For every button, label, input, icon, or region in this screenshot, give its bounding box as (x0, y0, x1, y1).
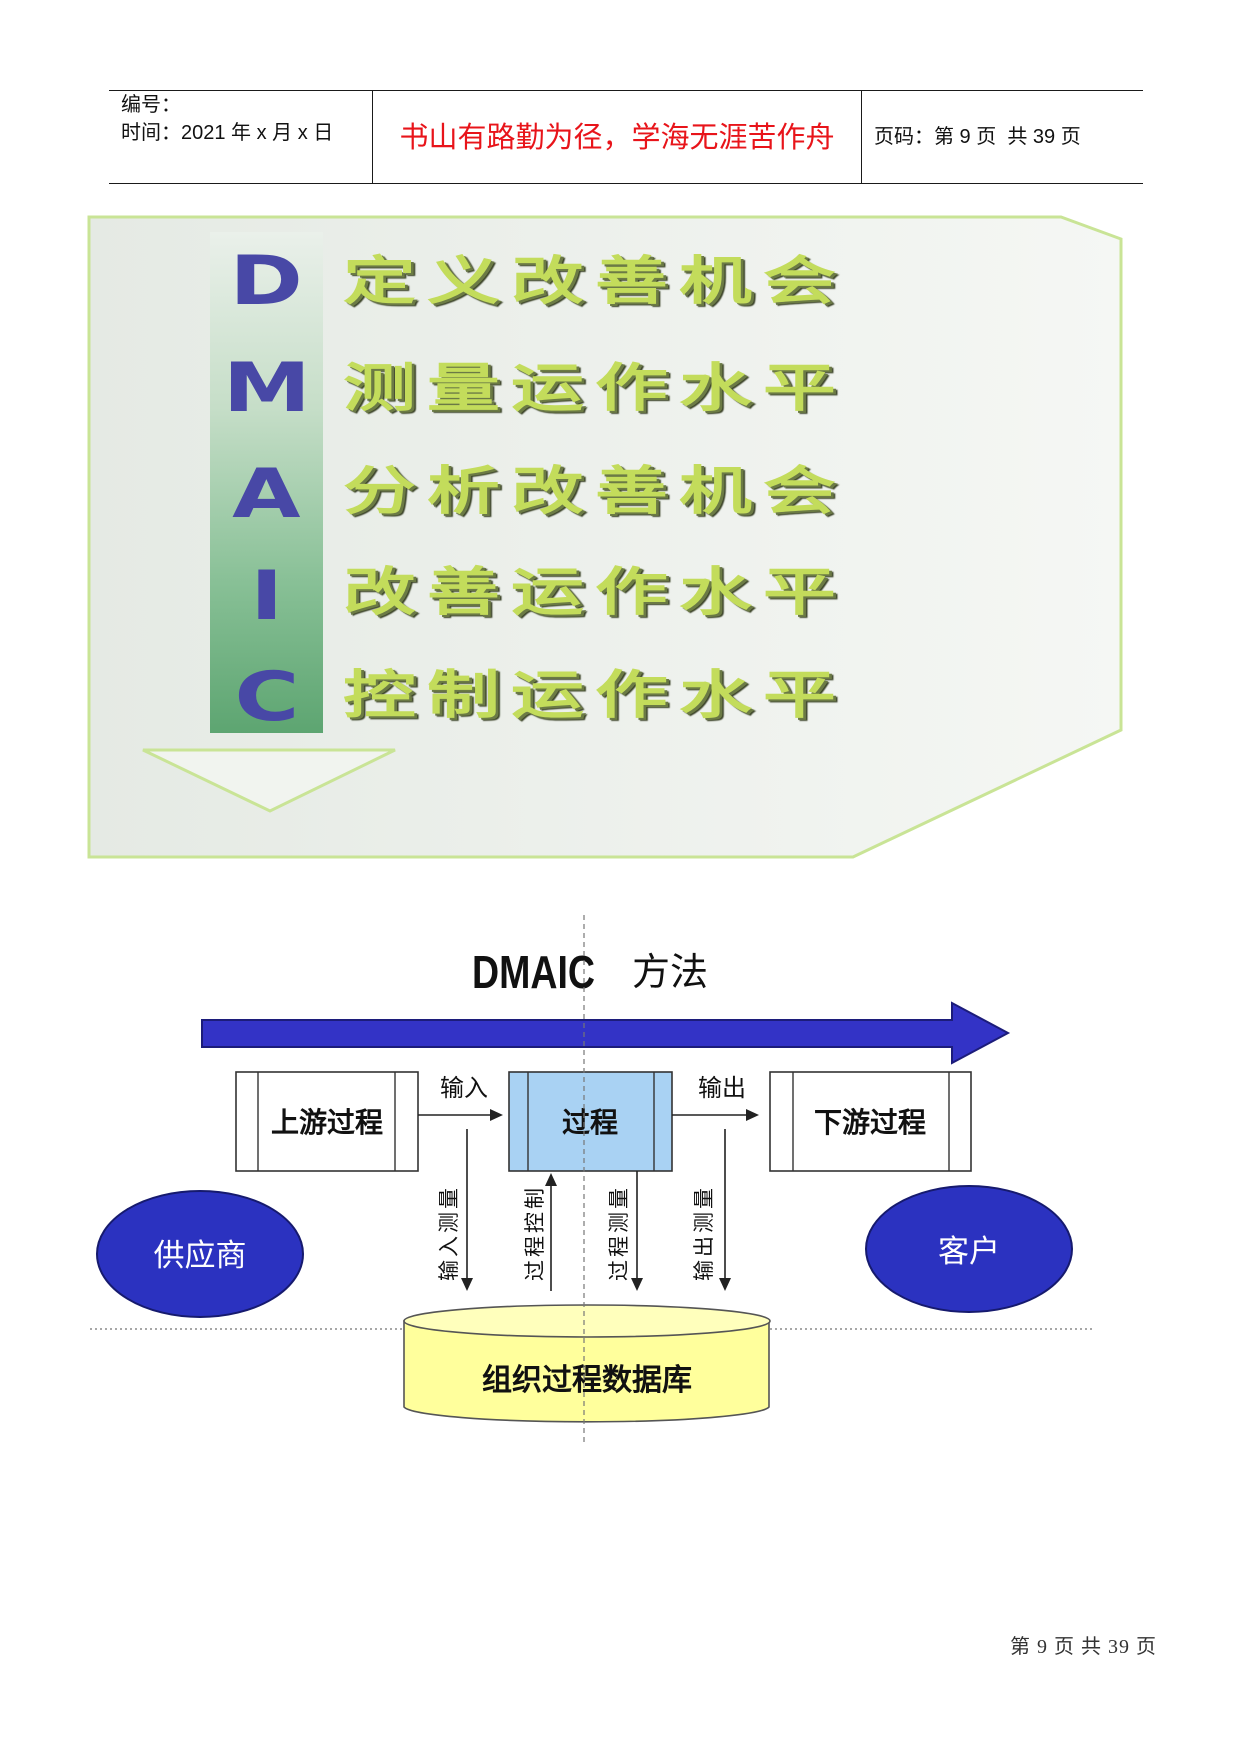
diagram-title: DMAIC (472, 946, 595, 998)
supplier-label: 供应商 (154, 1238, 247, 1274)
database-top (403, 1304, 771, 1338)
dmaic-letter-c-text: C (234, 658, 299, 737)
input-measure-label: 输入测量 (437, 1185, 461, 1281)
dmaic-letter-m: M (210, 353, 323, 425)
output-measure-arrowhead-icon (719, 1278, 731, 1291)
header-page-number: 页码：第 9 页 共 39 页 (874, 126, 1081, 148)
input-label: 输入 (440, 1074, 488, 1102)
downstream-box-frame (769, 1071, 972, 1172)
dmaic-letter-a: A (210, 459, 323, 531)
dmaic-gradient-bar (210, 232, 323, 733)
header-bottom-rule (109, 183, 1143, 184)
input-measure-arrowhead-icon (461, 1278, 473, 1291)
upstream-process-label: 上游过程 (271, 1106, 383, 1139)
process-measure-arrowhead-icon (631, 1278, 643, 1291)
customer-node: 客户 (865, 1185, 1073, 1313)
dmaic-step-analyze: 分析改善机会 (343, 462, 848, 522)
dmaic-step-measure: 测量运作水平 (343, 359, 848, 419)
header-motto: 书山有路勤为径，学海无涯苦作舟 (399, 120, 835, 154)
process-label: 过程 (562, 1106, 618, 1139)
dmaic-panel-background (87, 215, 1123, 859)
dmaic-letter-c: C (210, 662, 323, 734)
process-box-frame (508, 1071, 673, 1172)
header-divider-right (861, 90, 862, 184)
process-database-cylinder: 组织过程数据库 (403, 1304, 771, 1423)
database-label: 组织过程数据库 (482, 1363, 692, 1398)
output-measure-label: 输出测量 (692, 1185, 716, 1281)
customer-ellipse (865, 1185, 1073, 1313)
dmaic-letter-i: I (210, 561, 323, 633)
header-top-rule (109, 90, 1143, 91)
page-footer: 第 9 页 共 39 页 (1010, 1636, 1157, 1658)
output-arrowhead-icon (746, 1109, 759, 1121)
process-control-label: 过程控制 (523, 1185, 547, 1281)
dmaic-letter-m-text: M (222, 349, 311, 428)
dmaic-panel-graphic (87, 215, 1123, 859)
diagram-title-suffix: 方法 (632, 950, 708, 994)
upstream-box-frame (235, 1071, 419, 1172)
supplier-node: 供应商 (96, 1190, 304, 1318)
down-triangle-icon (142, 748, 396, 813)
process-control-arrowhead-icon (545, 1173, 557, 1186)
dmaic-letter-a-text: A (232, 455, 301, 534)
document-number-label: 编号： (121, 94, 181, 116)
dmaic-step-define: 定义改善机会 (343, 252, 848, 312)
dmaic-step-improve: 改善运作水平 (343, 563, 848, 623)
customer-label: 客户 (938, 1234, 1000, 1270)
process-box: 过程 (508, 1071, 673, 1172)
supplier-ellipse (96, 1190, 304, 1318)
downstream-process-label: 下游过程 (814, 1106, 926, 1139)
dmaic-letter-d-text: D (229, 242, 304, 321)
header-divider-left (372, 90, 373, 184)
upstream-process-box: 上游过程 (235, 1071, 419, 1172)
dmaic-step-control: 控制运作水平 (343, 666, 848, 726)
downstream-process-box: 下游过程 (769, 1071, 972, 1172)
output-label: 输出 (698, 1074, 746, 1102)
input-arrowhead-icon (490, 1109, 503, 1121)
database-body (403, 1320, 770, 1423)
dmaic-flow-arrow (201, 1001, 1011, 1065)
dmaic-letter-d: D (210, 246, 323, 318)
dmaic-method-diagram: DMAIC 方法 上游过程 过程 下游过程 输入 输 (90, 915, 1095, 1443)
document-time-label: 时间：2021 年 x 月 x 日 (121, 122, 334, 144)
process-measure-label: 过程测量 (607, 1185, 631, 1281)
dmaic-letter-i-text: I (250, 557, 283, 636)
